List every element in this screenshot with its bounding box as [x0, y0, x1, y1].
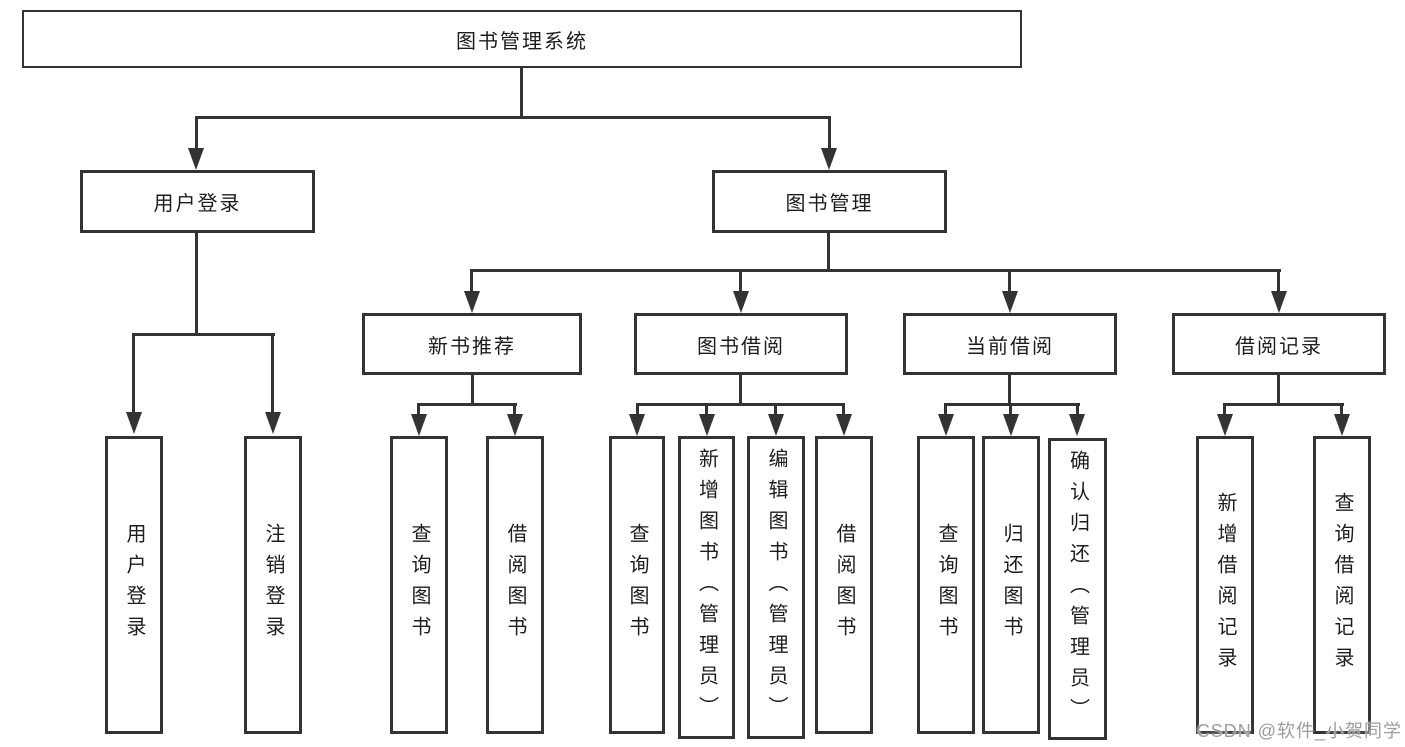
- arrow-down-icon: [699, 414, 715, 436]
- leaf-label: 编辑图书（管理员）: [765, 448, 787, 727]
- leaf-borrow-books-1: 借阅图书: [486, 436, 544, 734]
- connector-line: [195, 233, 198, 336]
- leaf-label: 新增借阅记录: [1214, 492, 1236, 678]
- connector-line: [1223, 403, 1344, 406]
- arrow-down-icon: [1069, 414, 1085, 436]
- leaf-return-books: 归还图书: [982, 436, 1040, 734]
- leaf-query-books-3: 查询图书: [917, 436, 975, 734]
- node-label: 图书管理: [785, 193, 874, 215]
- node-label: 图书管理系统: [456, 30, 588, 53]
- node-label: 图书借阅: [697, 335, 785, 358]
- connector-line: [1277, 269, 1280, 291]
- connector-line: [417, 403, 420, 416]
- arrow-down-icon: [1334, 414, 1350, 436]
- connector-line: [842, 403, 845, 416]
- leaf-label: 归还图书: [1000, 523, 1022, 647]
- connector-line: [944, 403, 1080, 406]
- connector-line: [195, 116, 198, 148]
- connector-line: [417, 403, 517, 406]
- leaf-label: 查询图书: [408, 523, 430, 647]
- leaf-borrow-books-2: 借阅图书: [815, 436, 873, 734]
- leaf-confirm-return-admin: 确认归还（管理员）: [1048, 438, 1107, 740]
- connector-line: [739, 269, 742, 291]
- leaf-label: 用户登录: [123, 523, 145, 647]
- node-current-borrowing: 当前借阅: [903, 313, 1117, 375]
- arrow-down-icon: [1002, 291, 1018, 313]
- leaf-label: 查询图书: [626, 523, 648, 647]
- connector-line: [1277, 375, 1280, 406]
- arrow-down-icon: [411, 414, 427, 436]
- connector-line: [827, 233, 830, 272]
- node-root-library-system: 图书管理系统: [22, 10, 1022, 68]
- connector-line: [636, 403, 845, 406]
- arrow-down-icon: [821, 148, 837, 170]
- node-borrowing-records: 借阅记录: [1172, 313, 1386, 375]
- node-label: 借阅记录: [1235, 335, 1323, 358]
- connector-line: [1223, 403, 1226, 416]
- node-book-borrowing: 图书借阅: [634, 313, 848, 375]
- connector-line: [470, 269, 473, 291]
- arrow-down-icon: [629, 414, 645, 436]
- connector-line: [774, 403, 777, 416]
- arrow-down-icon: [836, 414, 852, 436]
- leaf-label: 查询借阅记录: [1331, 492, 1353, 678]
- node-label: 用户登录: [153, 193, 242, 215]
- arrow-down-icon: [733, 291, 749, 313]
- leaf-label: 确认归还（管理员）: [1066, 449, 1089, 729]
- leaf-label: 新增图书（管理员）: [695, 448, 718, 727]
- connector-line: [828, 116, 831, 148]
- connector-line: [1076, 403, 1079, 416]
- arrow-down-icon: [188, 148, 204, 170]
- connector-line: [271, 333, 274, 413]
- leaf-query-books-2: 查询图书: [609, 436, 665, 734]
- leaf-label: 借阅图书: [504, 523, 526, 647]
- node-user-login: 用户登录: [80, 170, 315, 233]
- leaf-logout: 注销登录: [244, 436, 302, 734]
- connector-line: [471, 375, 474, 406]
- leaf-query-borrow-record: 查询借阅记录: [1313, 436, 1371, 734]
- arrow-down-icon: [1271, 291, 1287, 313]
- connector-line: [513, 403, 516, 416]
- leaf-label: 借阅图书: [833, 523, 855, 647]
- connector-line: [1008, 269, 1011, 291]
- leaf-label: 查询图书: [935, 523, 957, 647]
- node-label: 当前借阅: [966, 335, 1054, 358]
- leaf-user-login: 用户登录: [105, 436, 163, 734]
- node-book-management: 图书管理: [712, 170, 947, 233]
- leaf-query-books-1: 查询图书: [390, 436, 448, 734]
- arrow-down-icon: [507, 414, 523, 436]
- leaf-add-borrow-record: 新增借阅记录: [1196, 436, 1254, 734]
- leaf-edit-books-admin: 编辑图书（管理员）: [747, 436, 805, 739]
- connector-line: [739, 375, 742, 406]
- connector-line: [705, 403, 708, 416]
- arrow-down-icon: [1003, 414, 1019, 436]
- connector-line: [636, 403, 639, 416]
- connector-line: [132, 333, 135, 413]
- connector-line: [132, 333, 275, 336]
- arrow-down-icon: [768, 414, 784, 436]
- connector-line: [1340, 403, 1343, 416]
- connector-line: [520, 68, 523, 118]
- connector-line: [195, 116, 831, 119]
- leaf-add-books-admin: 新增图书（管理员）: [678, 436, 735, 739]
- arrow-down-icon: [464, 291, 480, 313]
- node-new-book-recommendation: 新书推荐: [362, 313, 582, 375]
- connector-line: [944, 403, 947, 416]
- arrow-down-icon: [265, 412, 281, 434]
- connector-line: [1009, 403, 1012, 416]
- node-label: 新书推荐: [428, 335, 516, 358]
- connector-line: [470, 269, 1281, 272]
- arrow-down-icon: [938, 414, 954, 436]
- connector-line: [1008, 375, 1011, 406]
- leaf-label: 注销登录: [262, 523, 284, 647]
- arrow-down-icon: [126, 412, 142, 434]
- arrow-down-icon: [1217, 414, 1233, 436]
